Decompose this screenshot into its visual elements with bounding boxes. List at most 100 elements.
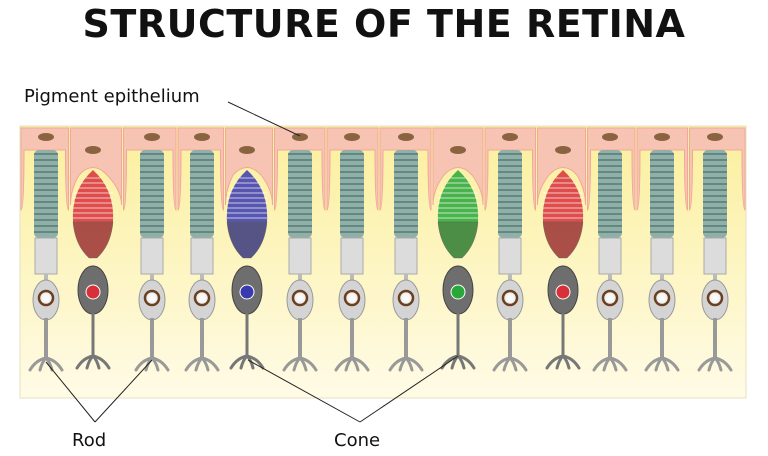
pigment-nucleus [602,133,618,141]
rod-inner-segment [498,237,522,275]
rod-outer-segment [650,150,674,238]
synaptic-terminal [440,354,476,370]
pigment-nucleus [555,146,571,154]
cone-nucleus [239,284,255,300]
rod-inner-segment [650,237,674,275]
rod-inner-segment [703,237,727,275]
rod-inner-segment [190,237,214,275]
rod-nucleus [706,289,724,307]
cone-cell [226,170,268,370]
epithelium-cell [326,127,379,211]
cone-label: Cone [334,430,381,451]
synaptic-terminal [697,356,733,372]
synaptic-terminal [592,356,628,372]
cone-inner-segment [542,221,584,259]
pigment-nucleus [344,133,360,141]
epithelium-cell [225,127,273,206]
epithelium-cell [123,127,177,211]
pigment-nucleus [144,133,160,141]
rod-axon [298,318,302,358]
rod-nucleus [193,289,211,307]
synaptic-terminal [134,356,170,372]
rod-outer-segment [703,150,727,238]
epithelium-cell [274,127,326,211]
pigment-nucleus [398,133,414,141]
cone-nucleus [85,284,101,300]
cone-outer-segment [542,170,584,222]
rod-cell [492,150,528,372]
rod-cell [28,150,64,372]
pigment-nucleus [654,133,670,141]
synaptic-terminal [229,354,265,370]
epithelium-cell [379,127,432,211]
pigment-nucleus [450,146,466,154]
rod-leader-2 [94,359,153,423]
rod-outer-segment [598,150,622,238]
rod-cell [184,150,220,372]
rod-cell [334,150,370,372]
pigment-nucleus [502,133,518,141]
pigment-epithelium-layer [20,127,746,211]
rod-nucleus [601,289,619,307]
cone-outer-segment [437,170,479,222]
rod-axon [200,318,204,358]
synaptic-terminal [492,356,528,372]
epithelium-cell [484,127,536,211]
rod-nucleus [37,289,55,307]
cone-axon [456,313,460,357]
epithelium-cell [20,127,69,211]
synaptic-terminal [75,354,111,370]
synaptic-terminal [545,354,581,370]
rod-outer-segment [394,150,418,238]
synaptic-terminal [184,356,220,372]
rod-cell [388,150,424,372]
rod-inner-segment [340,237,364,275]
rod-cell [134,150,170,372]
rod-axon [150,318,154,358]
cone-inner-segment [437,221,479,259]
epithelium-cell [537,127,586,206]
pigment-nucleus [239,146,255,154]
pigment-nucleus [85,146,101,154]
diagram-title: STRUCTURE OF THE RETINA [82,2,686,46]
cone-cell [542,170,584,370]
rod-outer-segment [288,150,312,238]
pigment-nucleus [292,133,308,141]
epithelium-cell [177,127,224,211]
cone-outer-segment [72,170,114,222]
leader-lines [45,101,459,423]
epithelium-cell [689,127,746,211]
pigment-epithelium-label: Pigment epithelium [24,86,200,107]
rod-label: Rod [72,430,107,451]
rod-nucleus [397,289,415,307]
cone-cell [437,170,479,370]
synaptic-terminal [388,356,424,372]
rod-outer-segment [34,150,58,238]
rod-outer-segment [498,150,522,238]
rod-axon [350,318,354,358]
rod-nucleus [143,289,161,307]
rod-outer-segment [190,150,214,238]
pigment-nucleus [194,133,210,141]
rod-inner-segment [394,237,418,275]
pigment-epithelium-leader [227,101,301,137]
cone-leader-2 [359,355,459,423]
rod-axon [404,318,408,358]
rod-axon [608,318,612,358]
cone-axon [561,313,565,357]
rod-nucleus [343,289,361,307]
rod-cell [282,150,318,372]
rod-axon [713,318,717,358]
synaptic-terminal [644,356,680,372]
rod-axon [660,318,664,358]
cone-inner-segment [72,221,114,259]
rod-leader-1 [45,361,96,423]
synaptic-terminal [28,356,64,372]
rod-nucleus [501,289,519,307]
rod-inner-segment [34,237,58,275]
cone-axon [245,313,249,357]
rod-inner-segment [598,237,622,275]
rod-outer-segment [140,150,164,238]
rod-inner-segment [288,237,312,275]
cone-cell [72,170,114,370]
